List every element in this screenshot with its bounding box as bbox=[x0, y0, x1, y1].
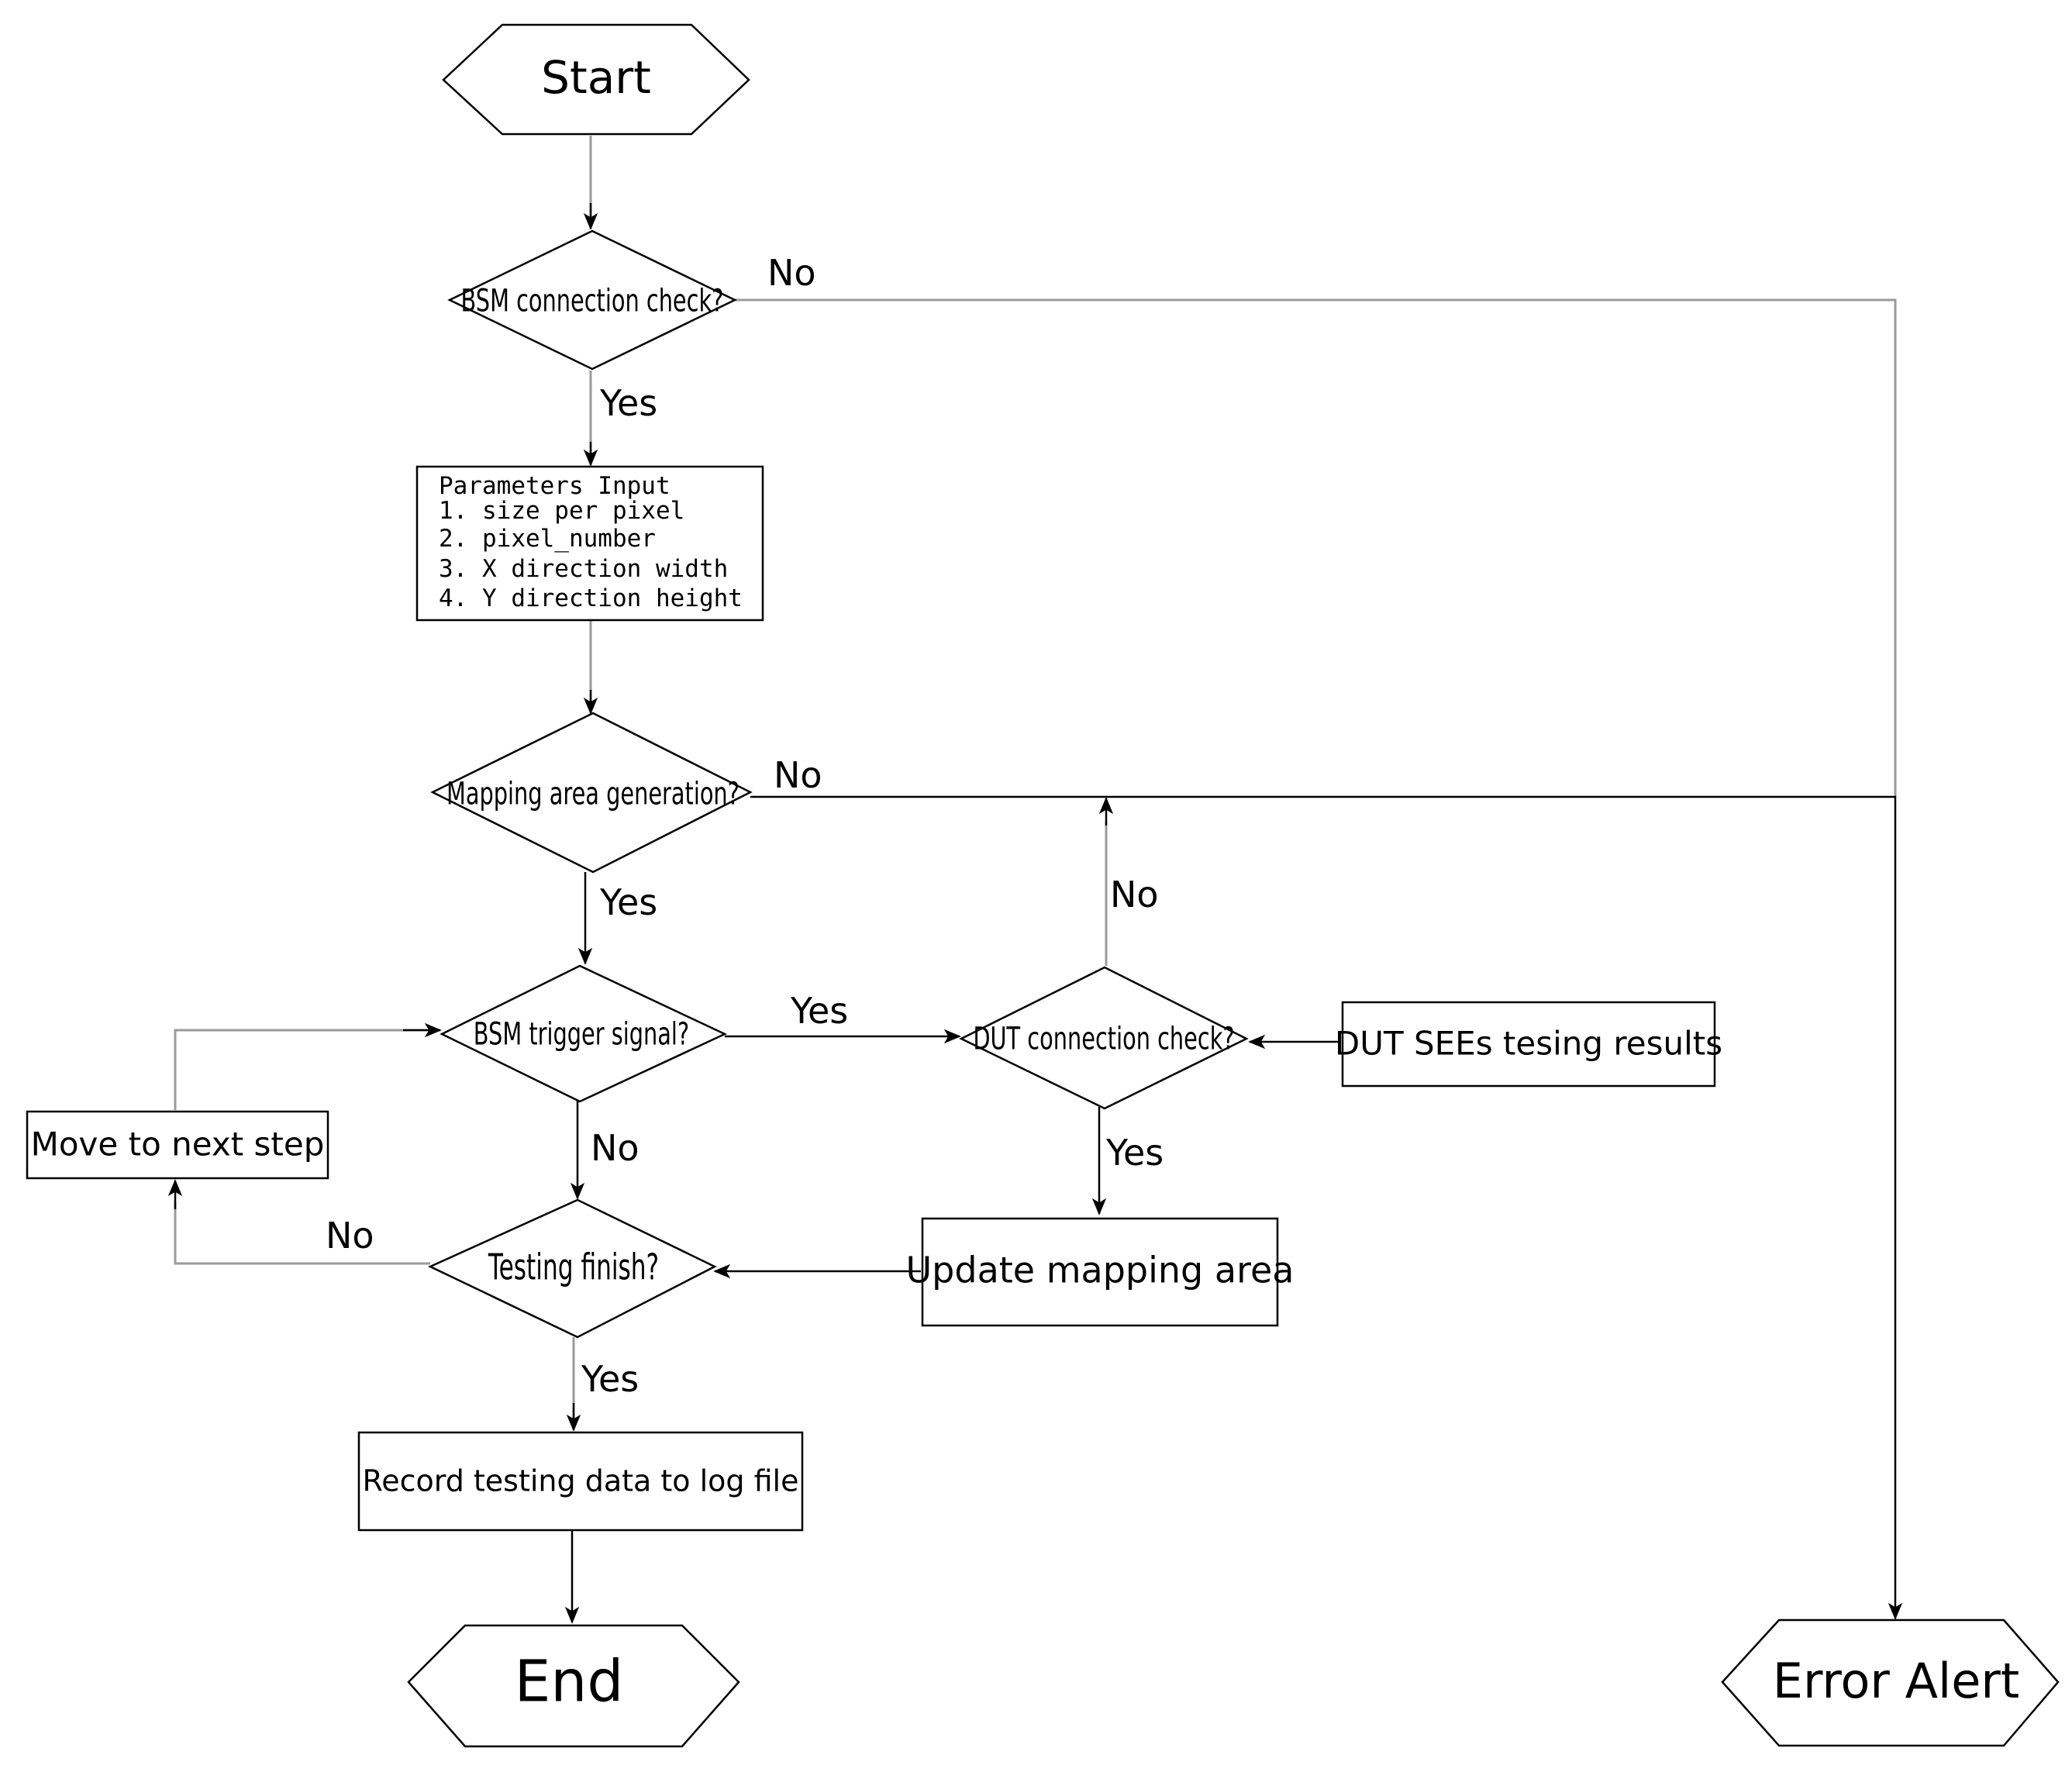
mapping-area-generation-label: Mapping area generation? bbox=[446, 777, 740, 812]
dut-connection-check-label: DUT connection check? bbox=[973, 1022, 1234, 1057]
end-label: End bbox=[515, 1649, 624, 1715]
parameters-input-box: Parameters Input 1. size per pixel 2. pi… bbox=[415, 465, 764, 622]
move-to-next-step-label: Move to next step bbox=[31, 1126, 325, 1163]
parameter-item: 1. size per pixel bbox=[439, 497, 684, 525]
start-label: Start bbox=[541, 51, 651, 104]
record-testing-data-box: Record testing data to log file bbox=[357, 1431, 804, 1532]
edge-label-dut-check-no: No bbox=[1110, 874, 1159, 915]
dut-sees-results-box: DUT SEEs tesing results bbox=[1335, 1001, 1722, 1088]
start-terminal: Start bbox=[442, 23, 750, 136]
dut-sees-results-label: DUT SEEs tesing results bbox=[1335, 1025, 1722, 1063]
edge-label-finish-yes: Yes bbox=[581, 1358, 639, 1400]
parameters-title: Parameters Input bbox=[439, 472, 671, 500]
edge-bsm-check-no bbox=[735, 298, 1897, 797]
edge-label-mapping-no: No bbox=[774, 754, 822, 796]
dut-connection-check-decision: DUT connection check? bbox=[959, 966, 1249, 1110]
move-to-next-step-box: Move to next step bbox=[26, 1110, 329, 1180]
update-mapping-area-label: Update mapping area bbox=[906, 1250, 1295, 1291]
edge-mapping-no bbox=[750, 795, 1903, 1620]
bsm-connection-check-decision: BSM connection check? bbox=[447, 229, 737, 371]
mapping-area-generation-decision: Mapping area generation? bbox=[430, 712, 753, 874]
edge-label-dut-check-yes: Yes bbox=[1105, 1132, 1164, 1174]
parameter-item: 2. pixel_number bbox=[439, 525, 656, 553]
parameter-item: 3. X direction width bbox=[439, 555, 728, 583]
edge-label-bsm-check-yes: Yes bbox=[599, 382, 657, 424]
error-alert-label: Error Alert bbox=[1773, 1653, 2019, 1709]
edge-label-finish-no: No bbox=[326, 1215, 374, 1257]
update-mapping-area-box: Update mapping area bbox=[906, 1217, 1295, 1327]
bsm-connection-check-label: BSM connection check? bbox=[461, 284, 724, 319]
edge-label-bsm-check-no: No bbox=[767, 252, 816, 294]
bsm-trigger-signal-label: BSM trigger signal? bbox=[474, 1017, 689, 1053]
parameter-item: 4. Y direction height bbox=[439, 584, 743, 612]
edge-label-trigger-no: No bbox=[591, 1127, 640, 1169]
edge-finish-no bbox=[174, 1201, 430, 1265]
bsm-trigger-signal-decision: BSM trigger signal? bbox=[440, 964, 727, 1103]
edge-label-mapping-yes: Yes bbox=[599, 881, 657, 923]
edge-next-step-to-trigger bbox=[174, 1029, 426, 1110]
testing-finish-label: Testing finish? bbox=[488, 1247, 659, 1288]
error-alert-terminal: Error Alert bbox=[1721, 1618, 2060, 1747]
record-testing-data-label: Record testing data to log file bbox=[363, 1464, 799, 1498]
end-terminal: End bbox=[407, 1624, 740, 1748]
edge-label-trigger-yes: Yes bbox=[790, 990, 848, 1032]
testing-finish-decision: Testing finish? bbox=[428, 1198, 717, 1339]
